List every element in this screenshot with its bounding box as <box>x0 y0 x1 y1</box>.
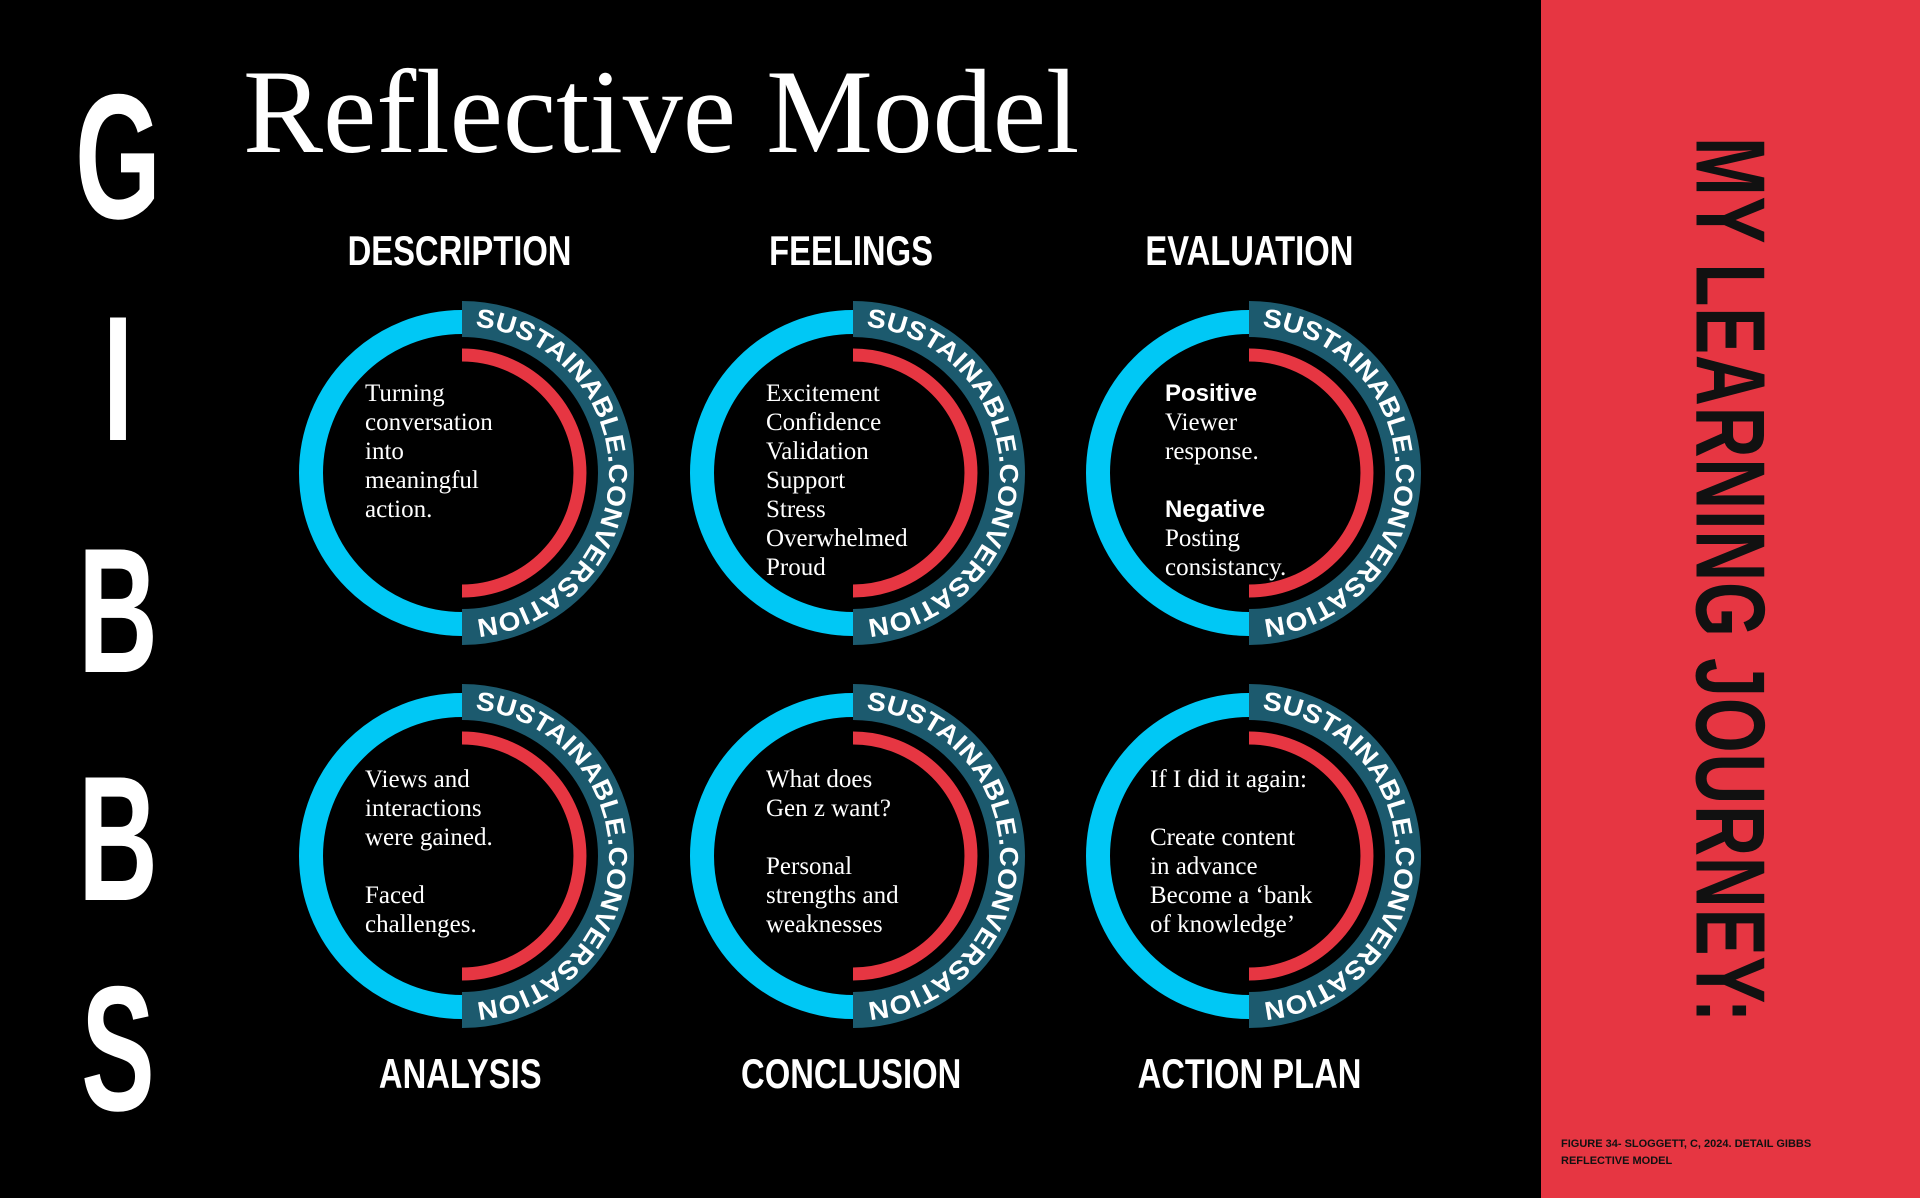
ring-text-line: Positive <box>1165 380 1258 407</box>
ring-red-arc <box>852 348 978 598</box>
ring-text-line: Viewer <box>1165 409 1238 436</box>
ring-text-line: Stress <box>766 496 826 523</box>
ring-conclusion: SUSTAINABLE.CONVERSATION <box>683 684 1025 1028</box>
ring-text-line: weaknesses <box>766 911 883 938</box>
ring-analysis: SUSTAINABLE.CONVERSATION <box>292 684 634 1028</box>
ring-text-band <box>1248 684 1421 1028</box>
ring-red-arc <box>461 731 587 981</box>
ring-text-line: Views and <box>365 766 470 793</box>
ring-text-line: Gen z want? <box>766 795 891 822</box>
ring-text-line: interactions <box>365 795 482 822</box>
ring-red-arc <box>1248 731 1374 981</box>
ring-text-line: Create content <box>1150 824 1296 851</box>
stage-label-analysis: ANALYSIS <box>378 1050 542 1097</box>
ring-text-line: Validation <box>766 438 869 465</box>
ring-text-line <box>1165 467 1286 496</box>
ring-arc-label: SUSTAINABLE.CONVERSATION <box>474 302 633 643</box>
ring-text-line: Faced <box>365 882 425 909</box>
ring-text-line: meaningful <box>365 467 479 494</box>
figure-caption: FIGURE 34- SLOGGETT, C, 2024. DETAIL GIB… <box>1561 1138 1812 1168</box>
ring-text-line: Support <box>766 467 846 494</box>
side-panel: MY LEARNING JOURNEY: FIGURE 34- SLOGGETT… <box>1541 0 1920 1198</box>
ring-text-band <box>461 301 634 645</box>
ring-text-line: into <box>365 438 404 465</box>
ring-graphic: SUSTAINABLE.CONVERSATION <box>690 301 1025 645</box>
ring-blue-arc <box>299 310 463 636</box>
page-title: Reflective Model <box>243 45 1080 178</box>
ring-text-line: consistancy. <box>1165 554 1287 581</box>
ring-text-line: were gained. <box>365 824 493 851</box>
ring-arc-label: SUSTAINABLE.CONVERSATION <box>474 685 633 1026</box>
ring-blue-arc <box>1086 693 1250 1019</box>
ring-red-arc <box>852 731 978 981</box>
ring-text-line: in advance <box>1150 853 1258 880</box>
ring-red-arc <box>461 348 587 598</box>
ring-text-line: Become a ‘bank <box>1150 882 1313 909</box>
ring-graphic: SUSTAINABLE.CONVERSATION <box>690 684 1025 1028</box>
ring-action-plan: SUSTAINABLE.CONVERSATION <box>1079 684 1421 1028</box>
ring-text-line: strengths and <box>766 882 899 909</box>
ring-description: SUSTAINABLE.CONVERSATION <box>292 301 634 645</box>
ring-feelings: SUSTAINABLE.CONVERSATION <box>683 301 1025 645</box>
ring-text-line: If I did it again: <box>1150 766 1307 793</box>
ring-text-band <box>852 301 1025 645</box>
ring-text-line: action. <box>365 496 433 523</box>
ring-text-line: conversation <box>365 409 493 436</box>
ring-text-line: of knowledge’ <box>1150 911 1296 938</box>
ring-text-line: Posting <box>1165 525 1241 552</box>
stage-label-feelings: FEELINGS <box>769 227 933 274</box>
ring-blue-arc <box>690 693 854 1019</box>
ring-text-band <box>1248 301 1421 645</box>
stage-label-conclusion: CONCLUSION <box>740 1050 962 1097</box>
ring-text-line: What does <box>766 766 873 793</box>
ring-text-line: Confidence <box>766 409 882 436</box>
ring-text-line <box>1150 795 1312 824</box>
ring-text-line: Negative <box>1165 496 1266 523</box>
ring-blue-arc <box>690 310 854 636</box>
ring-text-band <box>852 684 1025 1028</box>
ring-evaluation: SUSTAINABLE.CONVERSATION <box>1079 301 1421 645</box>
ring-graphic: SUSTAINABLE.CONVERSATION <box>1086 684 1421 1028</box>
ring-blue-arc <box>299 693 463 1019</box>
gibbs-vertical-title: G I B B S <box>75 57 161 1148</box>
ring-text-line: Proud <box>766 554 826 581</box>
ring-text-line <box>365 853 493 882</box>
side-title: MY LEARNING JOURNEY: <box>1675 136 1786 1024</box>
stage-label-evaluation: EVALUATION <box>1144 227 1354 274</box>
ring-text-line: response. <box>1165 438 1259 465</box>
ring-text-line <box>766 824 899 853</box>
ring-text-band <box>461 684 634 1028</box>
ring-text-line: Excitement <box>766 380 880 407</box>
ring-text-line: Turning <box>365 380 445 407</box>
stage-label-description: DESCRIPTION <box>348 227 572 274</box>
ring-graphic: SUSTAINABLE.CONVERSATION <box>1086 301 1421 645</box>
ring-red-arc <box>1248 348 1374 598</box>
ring-text-line: Personal <box>766 853 853 880</box>
stage-label-action-plan: ACTION PLAN <box>1137 1050 1361 1097</box>
ring-graphic: SUSTAINABLE.CONVERSATION <box>299 684 634 1028</box>
ring-text-line: Overwhelmed <box>766 525 908 552</box>
ring-text-line: challenges. <box>365 911 477 938</box>
ring-graphic: SUSTAINABLE.CONVERSATION <box>299 301 634 645</box>
ring-blue-arc <box>1086 310 1250 636</box>
